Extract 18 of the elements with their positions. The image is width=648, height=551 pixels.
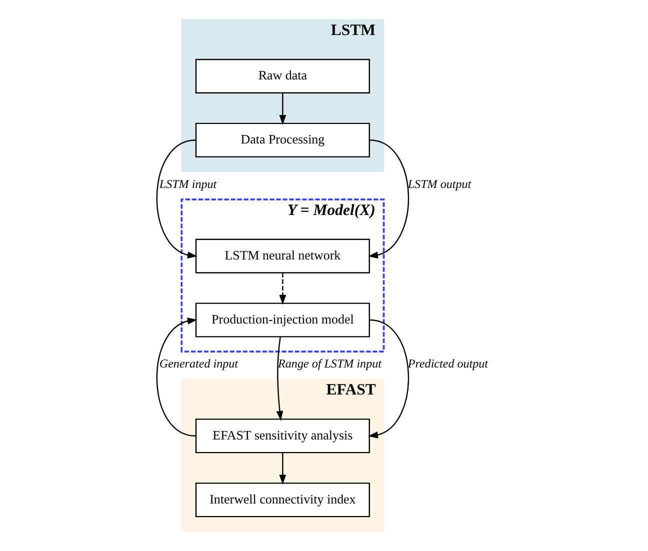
node-box: Raw data: [195, 58, 370, 94]
arrow: [156, 318, 198, 436]
arrow: [279, 272, 286, 305]
node-box: Production-injection model: [195, 302, 370, 338]
edge-label: Generated input: [159, 356, 238, 371]
arrow: [156, 140, 198, 259]
edge-label: LSTM output: [408, 176, 472, 191]
arrow: [368, 319, 409, 438]
node-box: LSTM neural network: [195, 238, 370, 274]
node-box: Data Processing: [195, 122, 370, 158]
node-box: Interwell connectivity index: [195, 482, 370, 518]
node-box: EFAST sensitivity analysis: [195, 418, 370, 454]
edge-label: LSTM input: [159, 176, 217, 191]
arrow: [276, 336, 284, 421]
edge-label: Predicted output: [408, 356, 488, 371]
arrow: [279, 452, 286, 485]
arrow: [368, 140, 409, 259]
arrow: [279, 93, 286, 125]
